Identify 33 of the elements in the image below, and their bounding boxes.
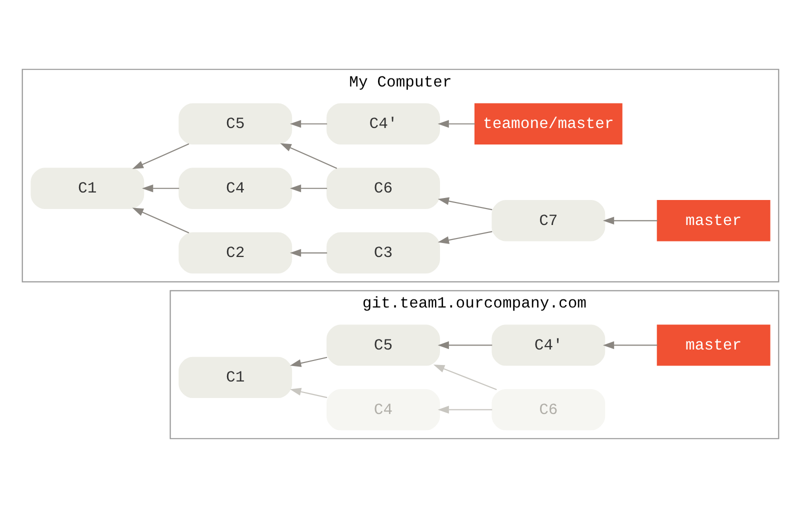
arrow (142, 184, 179, 192)
node-box: C1 (30, 167, 144, 208)
arrow (289, 356, 327, 366)
arrow (437, 405, 492, 414)
node-box: teamone/master (474, 102, 622, 144)
arrow (437, 230, 492, 244)
node-box: C4 (326, 388, 440, 430)
node-box: C4 (178, 167, 292, 208)
node-box: C6 (491, 388, 605, 430)
node-box: C5 (178, 102, 292, 144)
arrow (437, 340, 492, 349)
arrow (602, 216, 657, 224)
arrow (289, 248, 327, 256)
arrow (437, 119, 474, 128)
node-box: C1 (178, 356, 292, 398)
node-box: C7 (491, 200, 605, 241)
node-box: C4' (326, 102, 440, 144)
arrow (289, 184, 327, 192)
arrow (432, 364, 496, 390)
node-box: C4' (491, 324, 605, 366)
arrow (289, 387, 327, 398)
node-box: C5 (326, 324, 440, 366)
arrow (602, 340, 657, 349)
arrow (437, 196, 492, 210)
node-box: master (656, 200, 770, 241)
arrow (132, 207, 189, 233)
arrow (280, 142, 337, 168)
node-box: C2 (178, 232, 292, 273)
arrow (289, 119, 327, 128)
node-box: master (656, 324, 770, 366)
arrow (132, 142, 189, 169)
node-box: C3 (326, 232, 440, 273)
node-box: C6 (326, 167, 440, 208)
